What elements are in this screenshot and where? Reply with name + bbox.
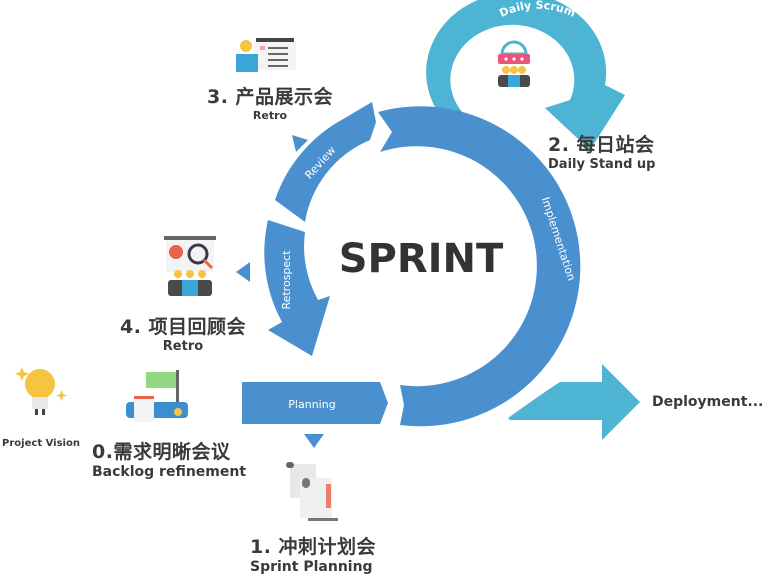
team-meeting-clock-icon [498, 40, 530, 87]
sprint-title: SPRINT [339, 236, 504, 282]
deployment-arrow [508, 364, 640, 440]
retro-pointer-icon [236, 262, 250, 282]
planning-pointer-icon [304, 434, 324, 448]
step-review: 3. 产品展示会 Retro [195, 82, 345, 122]
step-retro: 4. 项目回顾会 Retro [108, 312, 258, 354]
step-standup-en: Daily Stand up [548, 157, 656, 172]
step-review-en: Retro [252, 109, 288, 122]
presenter-checklist-icon [236, 38, 296, 72]
project-vision-label: Project Vision [2, 438, 80, 449]
step-retro-zh: 4. 项目回顾会 [119, 316, 247, 338]
step-retro-en: Retro [162, 339, 204, 354]
step-standup: 2. 每日站会 Daily Stand up [548, 130, 688, 172]
retrospect-label: Retrospect [280, 250, 293, 310]
step-backlog-zh: 0.需求明晰会议 [92, 441, 231, 463]
review-pointer-icon [292, 135, 308, 152]
step-standup-zh: 2. 每日站会 [548, 134, 655, 156]
board-magnifier-icon [164, 236, 216, 296]
lightbulb-icon [15, 367, 67, 415]
retrospect-arc: Retrospect [264, 220, 330, 356]
step-planning-zh: 1. 冲刺计划会 [250, 536, 377, 558]
planning-label: Planning [288, 398, 335, 411]
step-backlog: 0.需求明晰会议 Backlog refinement [92, 437, 262, 480]
step-backlog-en: Backlog refinement [92, 464, 247, 480]
step-planning: 1. 冲刺计划会 Sprint Planning [250, 532, 400, 575]
step-review-zh: 3. 产品展示会 [206, 86, 334, 108]
step-planning-en: Sprint Planning [250, 559, 373, 575]
daily-scrum-loop: Daily Scrum [426, 0, 625, 150]
planning-block: Planning [242, 382, 388, 424]
deployment-label: Deployment... [652, 394, 764, 410]
backlog-flag-icon [126, 370, 188, 422]
scroll-document-icon [286, 462, 338, 521]
